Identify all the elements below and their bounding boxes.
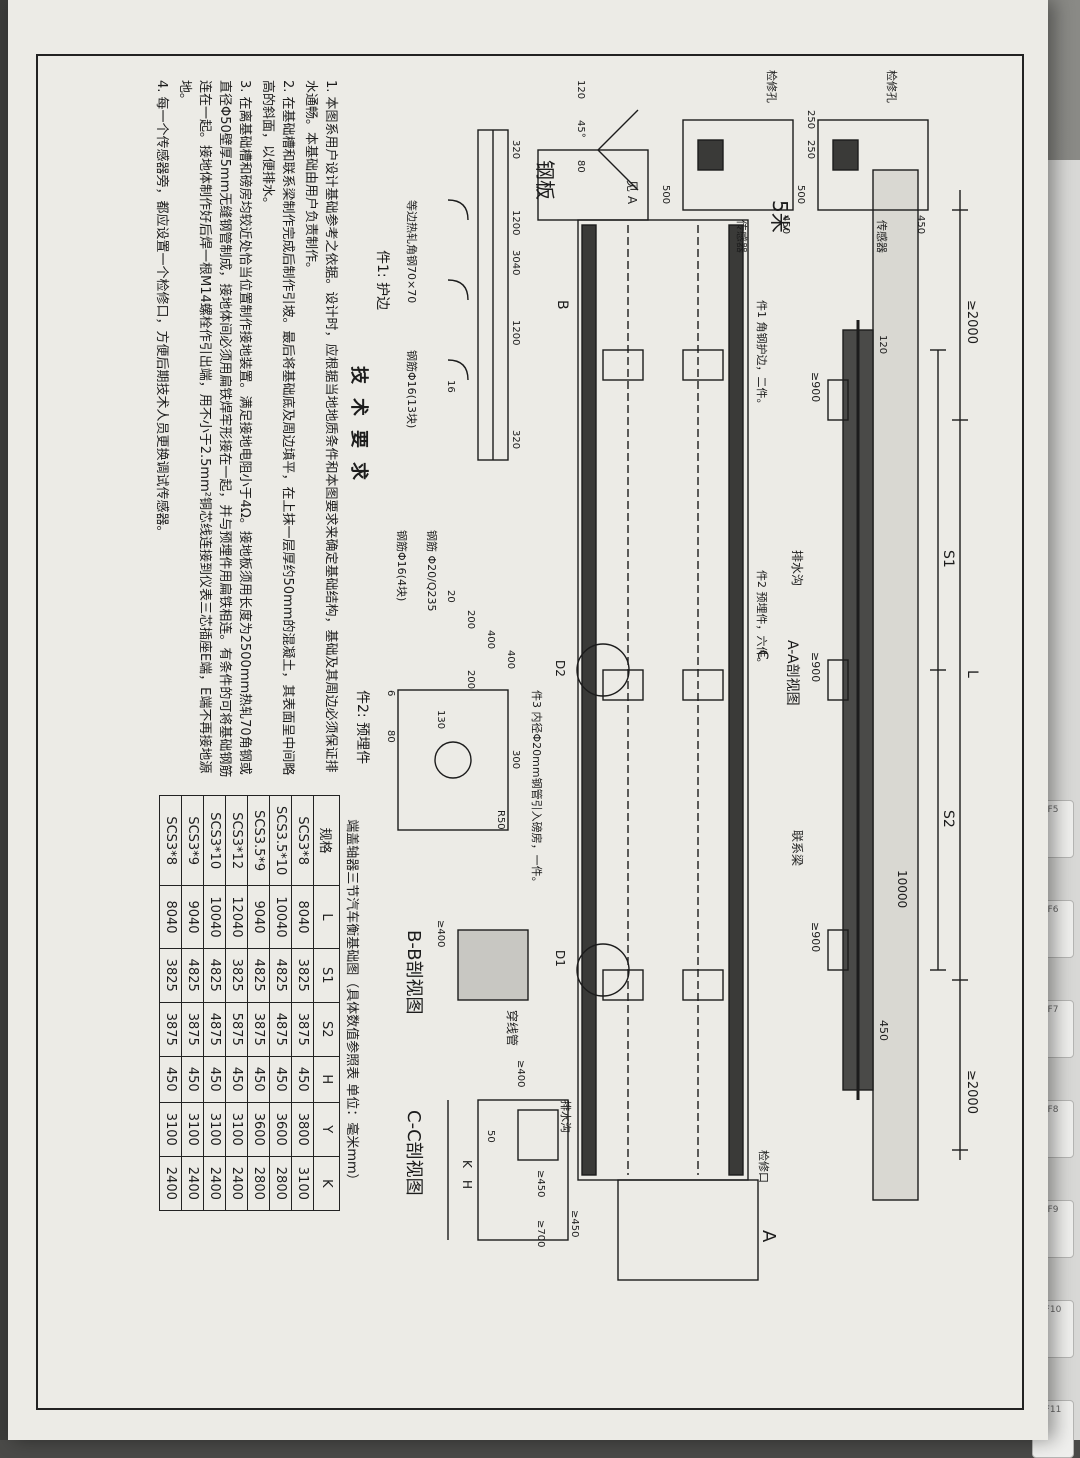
dim-p1-320a: 320 [510,140,521,159]
dim-cc-50: 50 [485,1130,496,1143]
dim-s1: S1 [940,550,956,568]
note-item: 4. 每一个传感器旁，都应设置一个检修口，方便后期技术人员更换调试传感器。 [154,80,169,539]
dim-p2-300: 300 [510,750,521,769]
label-inspection-hole-1: 检修孔 [885,70,899,103]
dim-s2: S2 [940,810,956,828]
dim-450: 450 [877,1020,890,1041]
dim-bb-400: ≥400 [435,920,446,947]
dim-box-450b: 450 [780,215,791,234]
dim-cc-450b: ≥450 [535,1170,546,1197]
dim-p2-80: 80 [385,730,396,743]
dim-box-250a: 250 [805,110,816,129]
section-mark-c: C [754,650,770,660]
dim-p2-r50: R50 [495,810,506,830]
label-drain-ditch-top: 排水沟 [790,550,804,586]
label-inspection-port: 检修口 [757,1150,771,1183]
dim-10000: 10000 [895,870,909,908]
dim-p2-200: 200 [465,670,476,689]
label-sensor-d2: 传感器 [875,220,888,253]
dim-cc-450: ≥450 [569,1210,580,1237]
dim-p1-320b: 320 [510,430,521,449]
dim-p2-6: 6 [385,690,396,696]
label-rebar-16-4: 钢筋Φ16(4块) [395,530,409,601]
dim-cc-400: ≥400 [515,1060,526,1087]
dim-l: L [964,670,980,678]
dim-box-250b: 250 [805,140,816,159]
handwritten-guard: 钢板 [533,160,557,200]
label-d1: D1 [553,950,567,967]
dim-120: 120 [877,335,888,354]
part2-title: 件2: 预埋件 [354,690,370,764]
dim-p1-3040: 3040 [510,250,521,275]
note-item: 3. 在离基础槽和磅房均较近处恰当位置制作接地装置。满足接地电阻小于4Ω。接地板… [177,80,252,778]
dim-900-b: ≥900 [809,652,822,682]
label-cross-ref: 见 A [625,180,639,205]
dim-p2-130: 130 [435,710,446,729]
dim-900-a: ≥900 [809,372,822,402]
section-mark-a: A [758,1230,779,1243]
part1-detail: 3040 320 1200 1200 320 16 钢筋Φ16(13块) 等边热… [374,129,521,461]
label-sensor-d1: 传感器 [735,220,748,253]
cc-section-title: C-C剖视图 [403,1110,424,1196]
dim-p2-200b: 200 [465,610,476,629]
label-part1: 件1 角钢护边，二件。 [755,300,769,410]
rotated-drawing: ≥2000 ≥2000 S1 S2 L 10000 ≥900 ≥900 ≥900… [48,50,1008,1390]
technical-notes: 技术要求 1. 本图系用户设计基础参考之依据。设计时，应根据当地地质条件和本图要… [148,80,369,780]
part2-detail: 件2: 预埋件 钢筋 Φ20/Q235 钢筋Φ16(4块) 300 200 40… [354,530,521,831]
dim-p1-1200a: 1200 [510,210,521,235]
cc-bb-sections: C-C剖视图 B-B剖视图 穿线管 ≥450 ≥700 ≥450 50 ≥400… [403,920,580,1247]
foundation-drawing: ≥2000 ≥2000 S1 S2 L 10000 ≥900 ≥900 ≥900… [354,70,980,1281]
drawing-sheet: ≥2000 ≥2000 S1 S2 L 10000 ≥900 ≥900 ≥900… [8,0,1048,1440]
label-angle-steel: 等边热轧角钢70×70 [405,200,419,303]
drawing-frame [36,54,1024,1410]
dim-box-500a: 500 [795,185,806,204]
dim-p2-400b: 400 [485,630,496,649]
aa-elevation: ≥2000 ≥2000 S1 S2 L 10000 ≥900 ≥900 ≥900… [784,169,980,1201]
dim-p1-16: 16 [445,380,456,393]
dim-900-c: ≥900 [809,922,822,952]
dim-angle-45: 45° [575,120,586,138]
sensor-boxes: 检修孔 传感器 传感器 检修孔 500 500 250 250 450 450 … [575,70,929,253]
dim-box-500b: 500 [660,185,671,204]
dim-p2-20: 20 [445,590,456,603]
note-item: 1. 本图系用户设计基础参考之依据。设计时，应根据当地地质条件和本图要求来确定基… [303,80,338,773]
handwritten-5m: 5米 [768,200,792,233]
label-threading-pipe: 穿线管 [505,1010,520,1046]
section-mark-b: B [554,300,570,310]
label-rebar-16-13: 钢筋Φ16(13块) [405,350,419,428]
note-item: 2. 在基础槽和联系梁制作完成后制作引坡。最后将基础底及周边填平，在上抹一层厚约… [260,80,295,776]
dim-p1-1200b: 1200 [510,320,521,345]
bb-section-title: B-B剖视图 [403,930,424,1015]
dim-p2-400: 400 [505,650,516,669]
part1-title: 件1: 护边 [374,250,390,310]
label-part2: 件2 预埋件，六件。 [755,570,768,669]
dim-angle-80: 80 [575,160,586,173]
dim-box-450a: 450 [915,215,926,234]
label-rebar-20: 钢筋 Φ20/Q235 [425,530,439,612]
aa-section-title: A-A剖视图 [784,640,800,706]
label-part3: 件3 内径Φ20mm钢管引入磅房，一件。 [530,690,544,888]
label-drain-ditch-plan: 排水沟 [559,1100,573,1133]
label-d2: D2 [553,660,567,677]
plan-view: A B C D1 D2 检修口 排水沟 件1 角钢护边，二件。 件2 预埋件，六… [530,149,792,1281]
dim-cc-h: H [460,1180,474,1189]
dim-2000-right: ≥2000 [964,1070,979,1114]
label-inspection-hole-2: 检修孔 [765,70,779,103]
label-tie-beam: 联系梁 [790,830,805,866]
dim-2000-left: ≥2000 [964,300,979,344]
dim-cc-700: ≥700 [535,1220,546,1247]
notes-title: 技术要求 [348,366,369,494]
dim-cc-k: K [460,1160,474,1169]
dim-angle-120: 120 [575,80,586,99]
